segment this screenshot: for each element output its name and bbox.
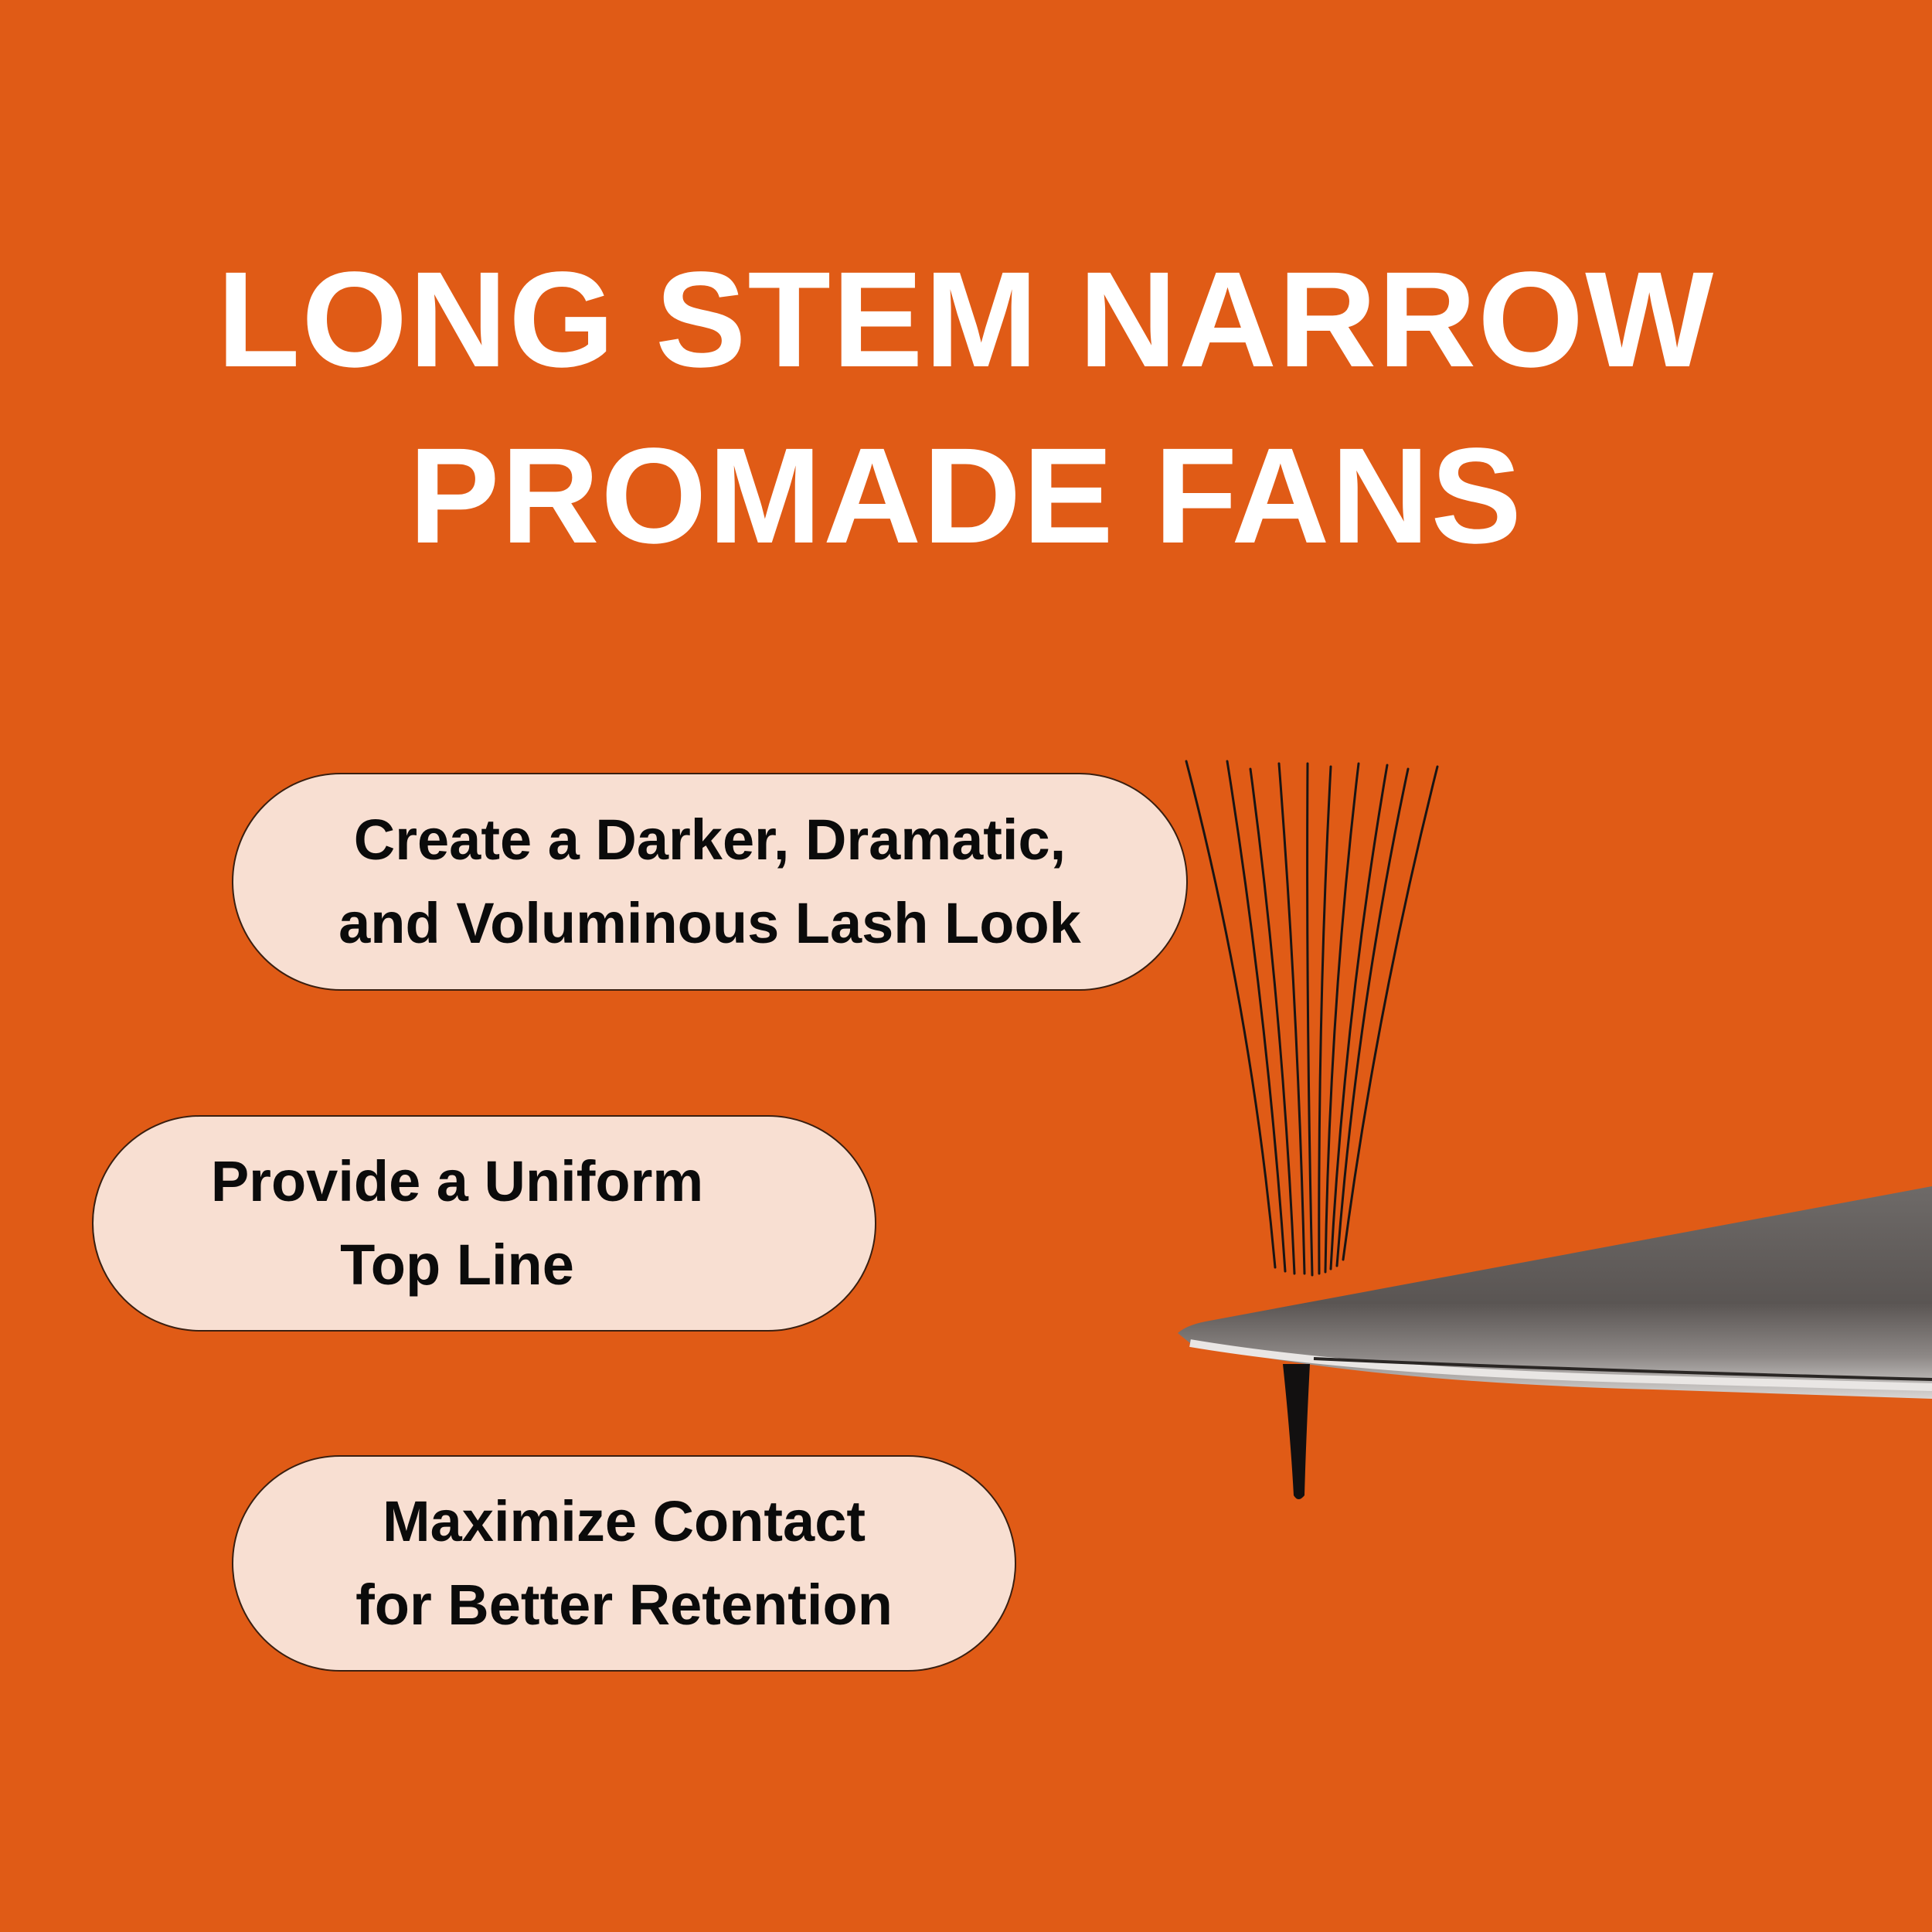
benefit-pill-retention: Maximize Contact for Better Retention bbox=[232, 1455, 1016, 1672]
benefit-pill-darker-look: Create a Darker, Dramatic, and Voluminou… bbox=[232, 773, 1188, 991]
title-line-2: PROMADE FANS bbox=[409, 420, 1523, 572]
benefit-text-line-1: Provide a Uniform bbox=[210, 1149, 704, 1213]
page-title: LONG STEM NARROW PROMADE FANS bbox=[0, 232, 1932, 584]
benefit-text-line-2: and Voluminous Lash Look bbox=[338, 891, 1081, 955]
benefit-text-line-2: Top Line bbox=[340, 1233, 574, 1297]
lash-fan-on-tweezer-icon bbox=[1159, 757, 1932, 1592]
title-line-1: LONG STEM NARROW bbox=[216, 244, 1716, 396]
benefit-text-line-2: for Better Retention bbox=[355, 1573, 893, 1637]
benefit-text-line-1: Create a Darker, Dramatic, bbox=[353, 808, 1066, 872]
benefit-text-line-1: Maximize Contact bbox=[382, 1489, 866, 1553]
benefit-pill-uniform-top-line: Provide a Uniform Top Line bbox=[92, 1115, 876, 1332]
